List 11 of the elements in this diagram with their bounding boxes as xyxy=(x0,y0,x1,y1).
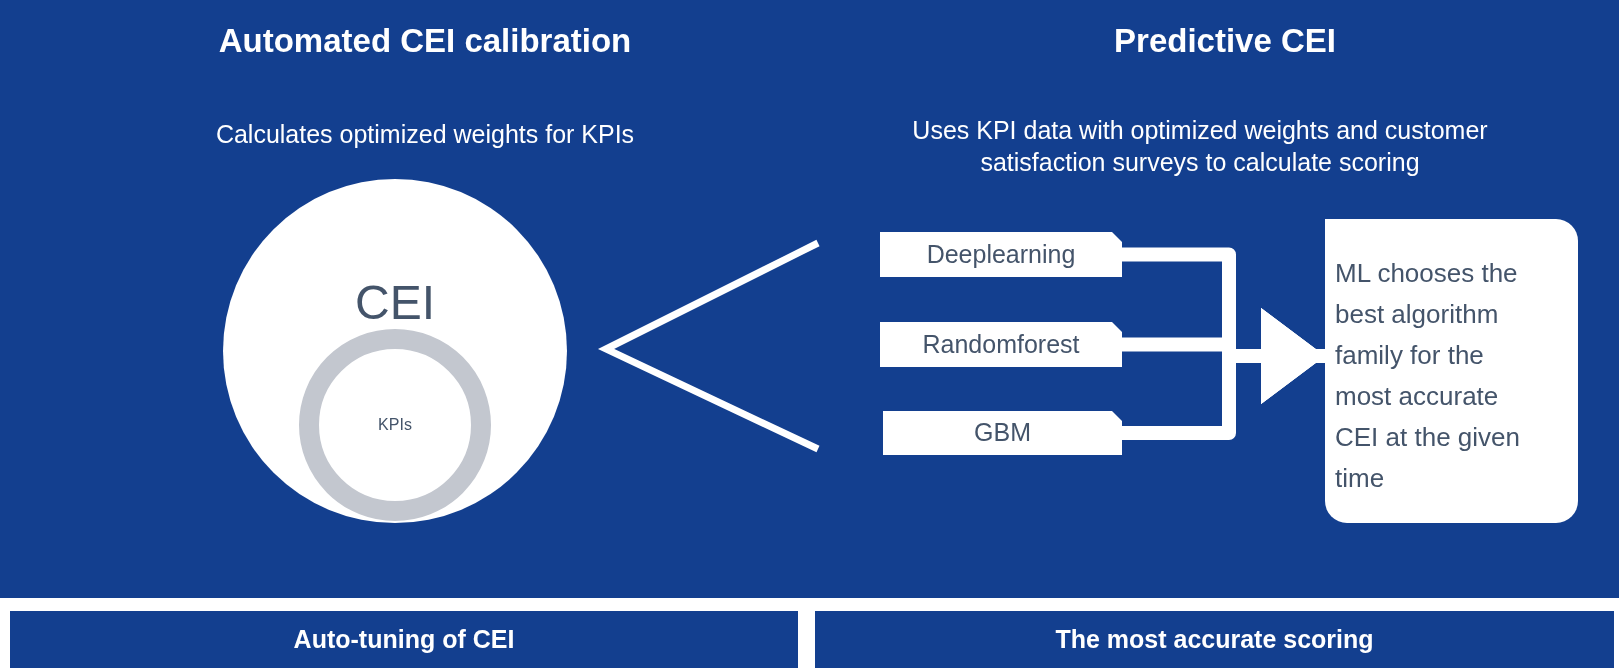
summary-bar: Auto-tuning of CEI xyxy=(8,609,800,670)
panel-description: Uses KPI data with optimized weights and customer satisfaction surveys to calculate scoring xyxy=(911,115,1489,178)
kpi-ring: KPIs xyxy=(299,329,491,521)
algorithm-box: Randomforest xyxy=(880,322,1122,367)
algorithm-box: Deeplearning xyxy=(880,232,1122,277)
panel-description: Calculates optimized weights for KPIs xyxy=(214,119,636,150)
algorithm-box: GBM xyxy=(883,411,1122,455)
panel-heading: Automated CEI calibration xyxy=(217,21,633,61)
result-box: ML chooses the best algorithm family for the most accurate CEI at the given time xyxy=(1325,219,1578,523)
panel-heading: Predictive CEI xyxy=(1113,21,1337,61)
summary-bar: The most accurate scoring xyxy=(813,609,1616,670)
